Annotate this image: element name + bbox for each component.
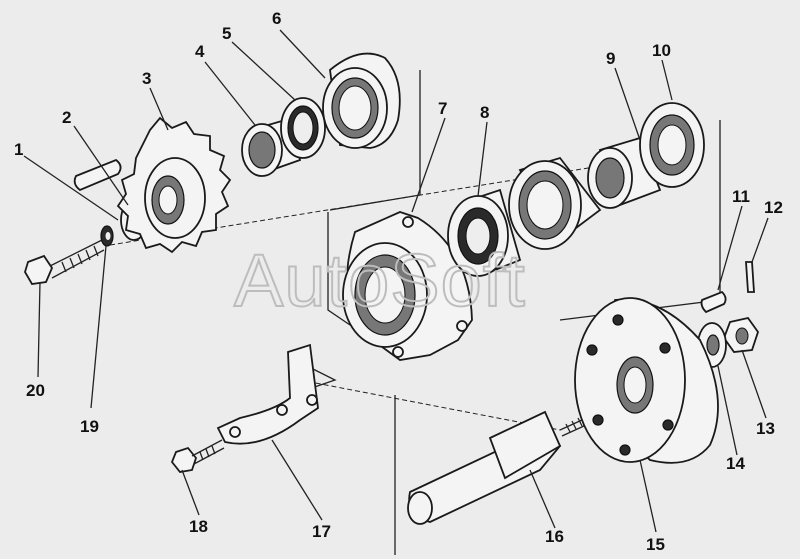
callout-16: 16 <box>545 527 564 546</box>
callout-1: 1 <box>14 140 23 159</box>
part-11-key <box>700 290 727 314</box>
part-5-seal-ring <box>280 97 326 159</box>
leader-lines <box>23 29 769 533</box>
callout-2: 2 <box>62 108 71 127</box>
callout-4: 4 <box>195 42 205 61</box>
part-16-shaft <box>407 410 585 525</box>
part-18-bolt <box>170 439 225 473</box>
callout-20: 20 <box>26 381 45 400</box>
part-19-lock-washer <box>100 225 114 247</box>
part-12-pin <box>745 261 755 293</box>
callout-19: 19 <box>80 417 99 436</box>
callout-13: 13 <box>756 419 775 438</box>
callout-14: 14 <box>726 454 745 473</box>
part-17-bracket <box>216 343 319 445</box>
callout-11: 11 <box>732 187 750 206</box>
callout-15: 15 <box>646 535 665 554</box>
callout-18: 18 <box>189 517 208 536</box>
callout-9: 9 <box>606 49 615 68</box>
part-15-flange <box>574 297 719 464</box>
callout-17: 17 <box>312 522 331 541</box>
callout-12: 12 <box>764 198 783 217</box>
part-3-sprocket <box>116 116 232 254</box>
callout-8: 8 <box>480 103 489 122</box>
callout-labels: 1 2 3 4 5 6 7 8 9 10 11 12 13 14 15 16 1… <box>14 9 783 554</box>
part-6-cover <box>322 52 401 149</box>
watermark: AutoSoft <box>234 239 526 322</box>
callout-7: 7 <box>438 99 447 118</box>
bearing-cup <box>508 156 602 250</box>
part-7-bearing-housing <box>342 211 473 361</box>
part-20-bolt <box>24 239 105 285</box>
callout-3: 3 <box>142 69 151 88</box>
callout-6: 6 <box>272 9 281 28</box>
part-10-end-washer <box>639 102 705 188</box>
callout-10: 10 <box>652 41 671 60</box>
part-8-ball-bearing <box>447 188 522 277</box>
part-13-castle-nut <box>722 316 759 353</box>
callout-5: 5 <box>222 24 231 43</box>
part-2-key <box>73 158 122 192</box>
